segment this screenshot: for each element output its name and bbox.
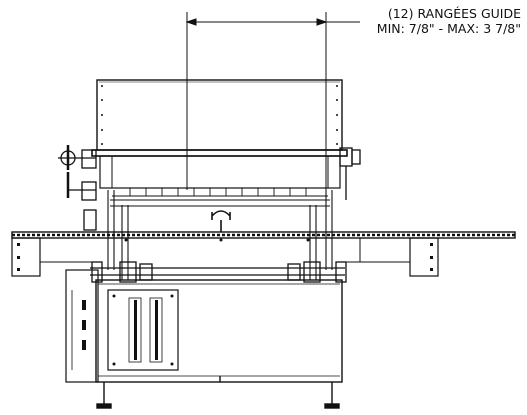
guide-section [99,155,341,207]
upper-hood [91,79,348,157]
callout-line-1: (12) RANGÉES GUIDE [387,6,521,21]
base-cabinet [65,269,343,383]
left-handwheel [58,145,97,231]
right-knob [339,147,361,200]
callout-line-2: MIN: 7/8" - MAX: 3 7/8" [376,21,521,36]
center-hook [211,210,231,232]
control-panel [107,289,179,371]
dimension-callout: (12) RANGÉES GUIDE MIN: 7/8" - MAX: 3 7/… [377,6,521,36]
conveyor [11,231,516,277]
lower-shaft [90,261,347,283]
machine-feet [96,382,340,409]
dimension-lines [185,12,360,190]
